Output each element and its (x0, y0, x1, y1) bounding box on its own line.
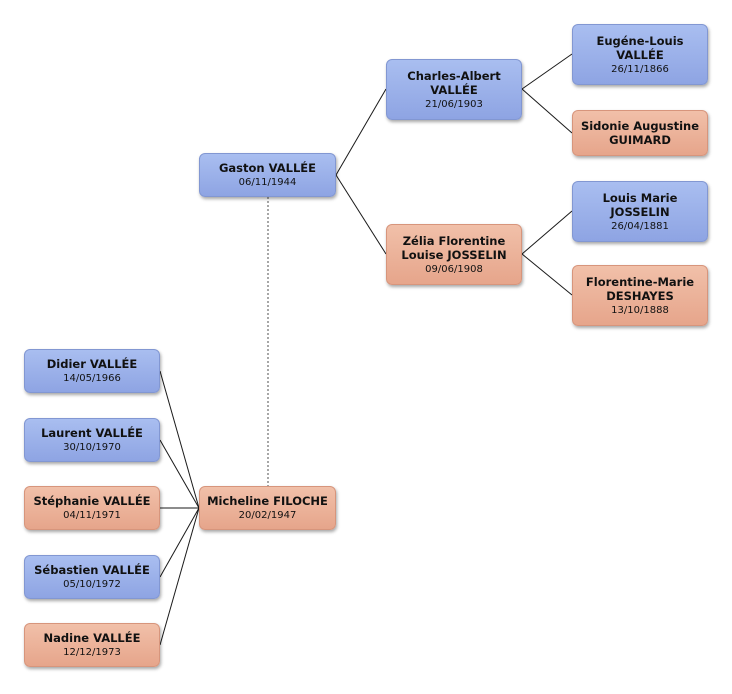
person-card-zelia-josselin[interactable]: Zélia Florentine Louise JOSSELIN 09/06/1… (386, 224, 522, 285)
person-name: Gaston VALLÉE (218, 161, 317, 175)
person-name: Charles-Albert VALLÉE (407, 68, 501, 97)
link-zelia-florentine (521, 253, 573, 296)
person-date: 04/11/1971 (63, 510, 121, 521)
link-gaston-charles (335, 88, 387, 176)
link-charles-eugene (521, 53, 573, 90)
person-card-micheline-filoche[interactable]: Micheline FILOCHE 20/02/1947 (199, 486, 336, 530)
person-card-charles-albert-vallee[interactable]: Charles-Albert VALLÉE 21/06/1903 (386, 59, 522, 120)
person-name: Didier VALLÉE (46, 357, 138, 371)
person-date: 06/11/1944 (238, 177, 297, 188)
person-date: 09/06/1908 (425, 263, 483, 275)
person-date: 05/10/1972 (63, 579, 121, 590)
person-name: Laurent VALLÉE (41, 426, 143, 440)
person-name: Micheline FILOCHE (207, 494, 328, 508)
person-name: Sébastien VALLÉE (34, 563, 150, 577)
person-card-sebastien-vallee[interactable]: Sébastien VALLÉE 05/10/1972 (24, 555, 160, 599)
person-name: Zélia Florentine Louise JOSSELIN (401, 233, 507, 262)
person-name: Florentine-Marie DESHAYES (585, 274, 695, 303)
person-date: 26/11/1866 (611, 63, 669, 75)
person-card-louis-marie-josselin[interactable]: Louis Marie JOSSELIN 26/04/1881 (572, 181, 708, 242)
link-micheline-sebastien (159, 507, 200, 578)
person-date: 21/06/1903 (425, 98, 483, 110)
person-card-sidonie-guimard[interactable]: Sidonie Augustine GUIMARD (572, 110, 708, 156)
person-name: Louis Marie JOSSELIN (602, 190, 678, 219)
person-name: Nadine VALLÉE (43, 631, 141, 645)
person-card-gaston-vallee[interactable]: Gaston VALLÉE 06/11/1944 (199, 153, 336, 197)
person-name: Stéphanie VALLÉE (33, 494, 151, 508)
link-micheline-didier (159, 370, 200, 509)
person-card-eugene-louis-vallee[interactable]: Eugéne-Louis VALLÉE 26/11/1866 (572, 24, 708, 85)
link-micheline-laurent (159, 439, 200, 509)
person-date: 26/04/1881 (611, 220, 669, 232)
person-card-florentine-marie-deshayes[interactable]: Florentine-Marie DESHAYES 13/10/1888 (572, 265, 708, 326)
link-charles-sidonie (521, 88, 573, 134)
link-zelia-louis (521, 210, 573, 255)
link-micheline-nadine (159, 507, 200, 646)
person-card-nadine-vallee[interactable]: Nadine VALLÉE 12/12/1973 (24, 623, 160, 667)
person-date: 13/10/1888 (611, 304, 669, 316)
person-date: 14/05/1966 (63, 373, 121, 384)
person-date: 30/10/1970 (63, 442, 121, 453)
link-gaston-zelia (335, 174, 387, 255)
person-date: 12/12/1973 (63, 647, 121, 658)
person-card-didier-vallee[interactable]: Didier VALLÉE 14/05/1966 (24, 349, 160, 393)
person-date: 20/02/1947 (238, 510, 297, 521)
person-name: Sidonie Augustine GUIMARD (580, 119, 700, 147)
person-card-laurent-vallee[interactable]: Laurent VALLÉE 30/10/1970 (24, 418, 160, 462)
person-name: Eugéne-Louis VALLÉE (596, 33, 684, 62)
person-card-stephanie-vallee[interactable]: Stéphanie VALLÉE 04/11/1971 (24, 486, 160, 530)
